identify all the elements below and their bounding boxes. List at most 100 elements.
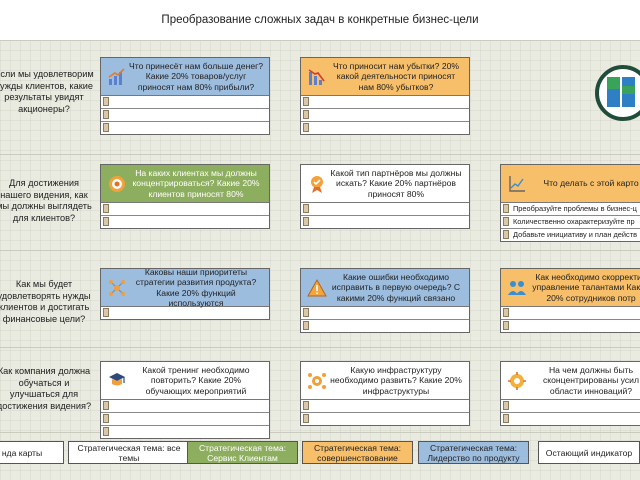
card-row[interactable]: Количественно охарактеризуйте пр <box>501 216 640 229</box>
target-customer-icon <box>109 176 125 192</box>
card-header: Какой тренинг необходимо повторить? Каки… <box>101 362 269 400</box>
strategy-card[interactable]: Какой тренинг необходимо повторить? Каки… <box>100 361 270 439</box>
document-icon <box>503 308 509 317</box>
partner-badge-icon <box>311 176 323 193</box>
card-row[interactable] <box>301 122 469 134</box>
document-icon <box>103 427 109 436</box>
document-icon <box>303 308 309 317</box>
row-question: Как мы будет удовлетворять нужды клиенто… <box>0 279 91 324</box>
card-header-text: Какой тренинг необходимо повторить? Каки… <box>142 364 250 396</box>
card-header: Что приносит нам убытки? 20% какой деяте… <box>301 58 469 96</box>
card-row[interactable] <box>501 307 640 320</box>
document-icon <box>503 414 509 423</box>
card-row[interactable] <box>301 109 469 122</box>
card-row[interactable] <box>301 216 469 228</box>
card-header-text: Как необходимо скорректир управление тал… <box>532 271 640 303</box>
card-row[interactable] <box>301 413 469 425</box>
card-row[interactable] <box>101 109 269 122</box>
strategy-card[interactable]: Что приносит нам убытки? 20% какой деяте… <box>300 57 470 135</box>
card-header-text: На каких клиентах мы должны концентриров… <box>132 167 260 199</box>
row-divider <box>0 347 640 348</box>
decline-chart-icon <box>308 69 325 85</box>
legend-item[interactable]: Стратегическая тема: Лидерство по продук… <box>418 441 529 464</box>
card-row[interactable] <box>301 203 469 216</box>
strategy-card[interactable]: Какой тип партнёров мы должны искать? Ка… <box>300 164 470 229</box>
card-header: На каких клиентах мы должны концентриров… <box>101 165 269 203</box>
card-header: Что принесёт нам больше денег? Какие 20%… <box>101 58 269 96</box>
strategy-card[interactable]: На каких клиентах мы должны концентриров… <box>100 164 270 229</box>
document-icon <box>103 123 109 132</box>
card-row[interactable] <box>101 203 269 216</box>
card-row[interactable] <box>101 122 269 134</box>
card-header: Как необходимо скорректир управление тал… <box>501 269 640 307</box>
instructions-card[interactable]: Что делать с этой карто Преобразуйте про… <box>500 164 640 242</box>
innovation-icon <box>508 372 526 390</box>
strategy-card[interactable]: На чем должны быть сконцентрированы усил… <box>500 361 640 426</box>
page-title-text: Преобразование сложных задач в конкретны… <box>161 14 479 26</box>
card-row[interactable] <box>501 320 640 332</box>
row-question: Если мы удовлетворим нужды клиентов, как… <box>0 69 94 114</box>
card-row[interactable] <box>501 400 640 413</box>
strategy-card[interactable]: Какие ошибки необходимо исправить в перв… <box>300 268 470 333</box>
card-row[interactable] <box>101 400 269 413</box>
legend-item[interactable]: Остающий индикатор <box>538 441 640 464</box>
strategy-card[interactable]: Как необходимо скорректир управление тал… <box>500 268 640 333</box>
strategy-card[interactable]: Каковы наши приоритеты стратегии развити… <box>100 266 270 320</box>
strategy-card[interactable]: Какую инфраструктуру необходимо развить?… <box>300 361 470 426</box>
document-icon <box>103 204 109 213</box>
strategy-card[interactable]: Что принесёт нам больше денег? Какие 20%… <box>100 57 270 135</box>
page-title: Преобразование сложных задач в конкретны… <box>0 0 640 41</box>
people-icon <box>508 281 526 295</box>
legend-label: Стратегическая тема: совершенствование <box>313 442 402 463</box>
document-icon <box>503 321 509 330</box>
card-header: На чем должны быть сконцентрированы усил… <box>501 362 640 400</box>
card-row[interactable]: Преобразуйте проблемы в бизнес-ц <box>501 203 640 216</box>
card-header-text: Какую инфраструктуру необходимо развить?… <box>330 364 462 396</box>
card-row[interactable] <box>101 216 269 228</box>
network-icon <box>109 280 125 296</box>
brand-logo-icon <box>595 65 640 121</box>
legend-label: Стратегическая тема: Лидерство по продук… <box>427 442 520 463</box>
card-row[interactable] <box>101 426 269 438</box>
legend-item[interactable]: нда карты <box>0 441 64 464</box>
card-row-text: Добавьте инициативу и план действ <box>513 230 638 239</box>
card-header-text: Каковы наши приоритеты стратегии развити… <box>135 266 257 308</box>
card-row[interactable] <box>501 413 640 425</box>
card-header: Какой тип партнёров мы должны искать? Ка… <box>301 165 469 203</box>
warning-icon <box>307 278 327 297</box>
legend-label: нда карты <box>1 447 43 458</box>
training-icon <box>109 373 125 386</box>
card-header-text: Какие ошибки необходимо исправить в перв… <box>331 271 461 303</box>
document-icon <box>103 97 109 106</box>
card-row[interactable] <box>301 320 469 332</box>
chart-axis-icon <box>509 176 525 192</box>
document-icon <box>303 321 309 330</box>
document-icon <box>303 414 309 423</box>
legend-label: Стратегическая тема: Сервис Клиентам <box>198 442 287 463</box>
card-row-text: Количественно охарактеризуйте пр <box>513 217 635 226</box>
card-row[interactable] <box>101 307 269 319</box>
infrastructure-icon <box>308 373 326 389</box>
legend-item[interactable]: Стратегическая тема: совершенствование <box>302 441 413 464</box>
legend-item[interactable]: Стратегическая тема: Сервис Клиентам <box>187 441 298 464</box>
card-row[interactable] <box>301 307 469 320</box>
document-icon <box>503 204 509 213</box>
card-row[interactable] <box>101 413 269 426</box>
card-header-text: Что приносит нам убытки? 20% какой деяте… <box>332 60 460 92</box>
card-row[interactable]: Добавьте инициативу и план действ <box>501 229 640 241</box>
document-icon <box>503 401 509 410</box>
document-icon <box>303 97 309 106</box>
card-header-text: Какой тип партнёров мы должны искать? Ка… <box>330 167 462 199</box>
row-divider <box>0 154 640 155</box>
card-row[interactable] <box>301 400 469 413</box>
document-icon <box>503 217 509 226</box>
document-icon <box>303 217 309 226</box>
card-row[interactable] <box>101 96 269 109</box>
legend-item[interactable]: Стратегическая тема: все темы <box>68 441 190 464</box>
card-row[interactable] <box>301 96 469 109</box>
row-divider <box>0 250 640 251</box>
card-header-text: На чем должны быть сконцентрированы усил… <box>543 364 639 396</box>
card-row-text: Преобразуйте проблемы в бизнес-ц <box>513 204 637 213</box>
card-header: Какие ошибки необходимо исправить в перв… <box>301 269 469 307</box>
document-icon <box>303 110 309 119</box>
